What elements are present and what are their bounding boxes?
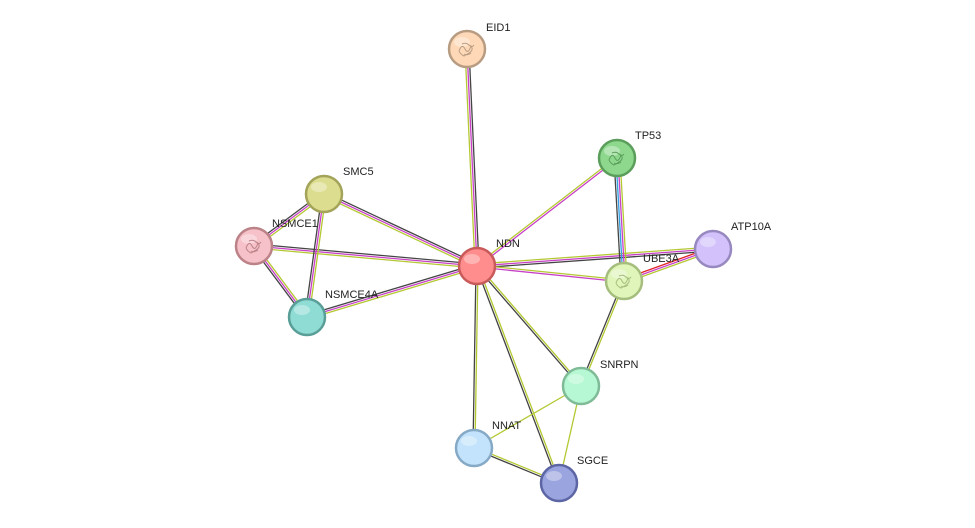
nodes-layer [234, 29, 733, 503]
edge-strand [304, 193, 323, 317]
edge-strand [306, 265, 478, 318]
node-circle[interactable] [693, 229, 733, 269]
node-snrpn[interactable] [561, 366, 601, 406]
edge-strand [474, 266, 479, 449]
node-sgce[interactable] [539, 463, 579, 503]
node-circle[interactable] [234, 226, 274, 266]
edge-strand [306, 263, 477, 316]
edge-strand [475, 266, 559, 484]
edge-smc5-nsmce4a [304, 193, 327, 318]
edge-strand [477, 158, 619, 268]
node-highlight [294, 305, 310, 315]
edge-strand [253, 247, 477, 269]
node-ube3a[interactable] [604, 261, 644, 301]
edge-ndn-nsmce1 [253, 243, 478, 269]
edge-ndn-eid1 [464, 48, 480, 267]
node-circle[interactable] [457, 246, 497, 286]
node-label-atp10a: ATP10A [731, 221, 772, 233]
edge-strand [477, 265, 561, 483]
edge-ndn-nsmce4a [306, 263, 478, 320]
node-tp53[interactable] [597, 138, 637, 178]
protein-structure-icon [608, 151, 625, 166]
node-circle[interactable] [597, 138, 637, 178]
edge-strand [615, 158, 624, 282]
edge-strand [254, 243, 478, 265]
node-circle[interactable] [539, 463, 579, 503]
protein-structure-icon [245, 239, 262, 254]
edge-strand [477, 264, 583, 386]
edge-ndn-atp10a [476, 246, 714, 269]
edge-strand [306, 193, 325, 318]
node-label-nsmce1: NSMCE1 [272, 218, 318, 230]
edge-strand [476, 246, 713, 265]
node-highlight [464, 254, 480, 264]
protein-structure-icon [615, 274, 632, 289]
edge-strand [617, 157, 626, 281]
node-label-nnat: NNAT [492, 420, 521, 432]
edge-ndn-tp53 [475, 156, 619, 268]
node-highlight [700, 237, 716, 247]
edge-strand [307, 267, 478, 320]
edge-strand [476, 266, 624, 283]
node-atp10a[interactable] [693, 229, 733, 269]
node-nnat[interactable] [454, 428, 494, 468]
node-label-tp53: TP53 [635, 130, 661, 142]
node-label-smc5: SMC5 [343, 166, 374, 178]
edges-layer [251, 48, 714, 485]
edge-strand [468, 48, 480, 266]
node-highlight [461, 436, 477, 446]
node-ndn[interactable] [457, 246, 497, 286]
node-label-ube3a: UBE3A [643, 253, 680, 265]
edge-strand [475, 156, 617, 266]
edge-tp53-ube3a [613, 157, 628, 282]
node-smc5[interactable] [304, 174, 344, 214]
edge-ndn-sgce [475, 265, 561, 484]
edge-strand [476, 248, 714, 267]
edge-strand [475, 266, 581, 388]
node-label-nsmce4a: NSMCE4A [325, 289, 379, 301]
edge-strand [473, 385, 582, 449]
node-highlight [546, 471, 562, 481]
node-highlight [568, 374, 584, 384]
node-label-ndn: NDN [496, 238, 520, 250]
node-highlight [241, 234, 257, 244]
node-highlight [454, 37, 470, 47]
edge-strand [308, 194, 327, 318]
edge-strand [477, 264, 625, 281]
node-highlight [611, 269, 627, 279]
node-label-snrpn: SNRPN [600, 359, 639, 371]
edge-ndn-nnat [472, 265, 479, 449]
node-highlight [311, 182, 327, 192]
edge-strand [253, 245, 478, 267]
node-nsmce4a[interactable] [287, 297, 327, 337]
edge-strand [322, 195, 477, 269]
protein-structure-icon [458, 42, 475, 57]
node-circle[interactable] [454, 428, 494, 468]
edge-strand [619, 157, 628, 281]
edge-ndn-smc5 [322, 191, 479, 269]
edge-strand [323, 193, 478, 267]
node-label-eid1: EID1 [486, 22, 510, 34]
node-circle[interactable] [561, 366, 601, 406]
node-highlight [604, 146, 620, 156]
edge-strand [324, 191, 479, 265]
node-circle[interactable] [447, 29, 487, 69]
edge-strand [464, 49, 476, 267]
edge-strand [472, 265, 477, 448]
node-circle[interactable] [304, 174, 344, 214]
node-circle[interactable] [604, 261, 644, 301]
edge-strand [477, 250, 714, 269]
edge-snrpn-nnat [473, 385, 582, 449]
node-eid1[interactable] [447, 29, 487, 69]
node-label-sgce: SGCE [577, 455, 608, 467]
node-circle[interactable] [287, 297, 327, 337]
edge-ndn-ube3a [476, 264, 625, 283]
edge-ndn-snrpn [475, 264, 583, 388]
edge-strand [613, 158, 622, 282]
edge-strand [466, 48, 478, 267]
node-nsmce1[interactable] [234, 226, 274, 266]
